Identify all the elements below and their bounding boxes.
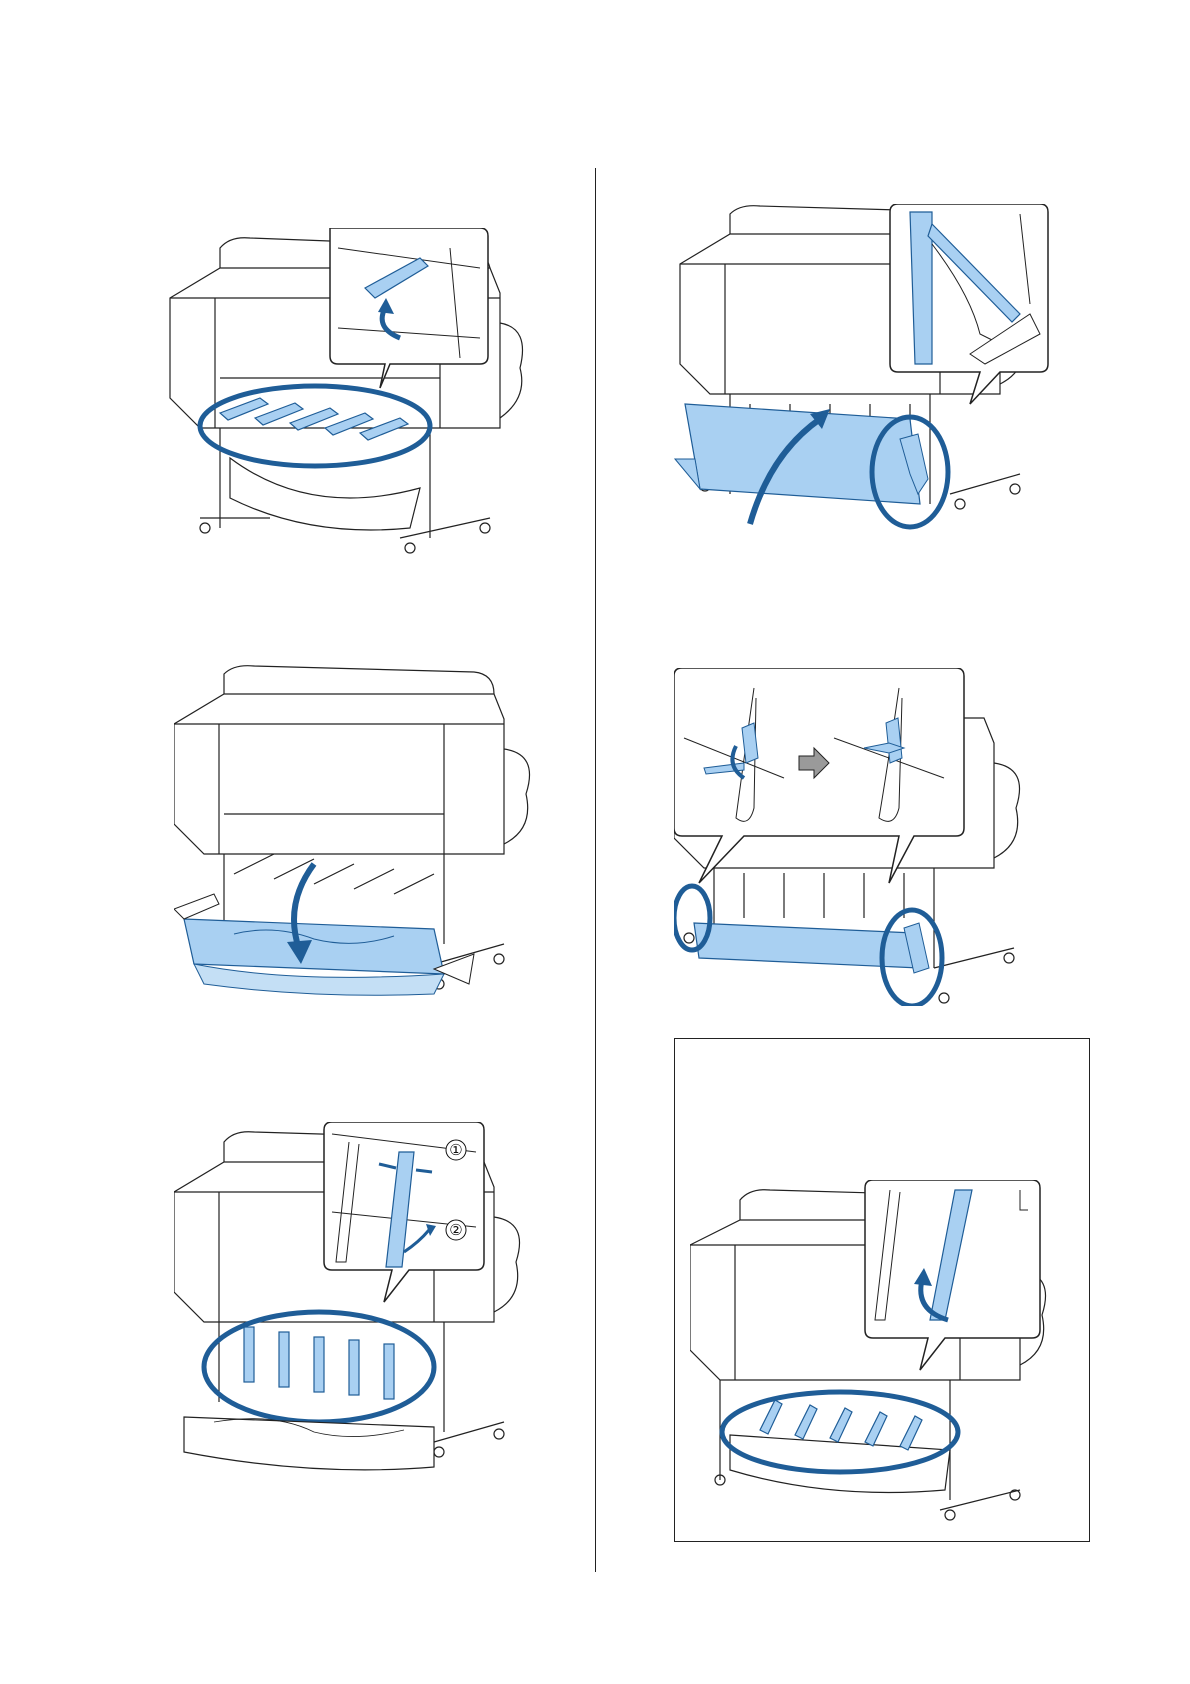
printer-illustration (160, 228, 530, 588)
figure-lift-paper-guides (160, 228, 530, 588)
figure-note-guides-up (690, 1180, 1070, 1530)
printer-illustration (674, 668, 1044, 1006)
printer-illustration: ① ② (174, 1122, 534, 1494)
column-divider (595, 168, 596, 1572)
step-marker-2: ② (449, 1222, 462, 1239)
printer-illustration (690, 1180, 1070, 1530)
printer-illustration (670, 204, 1060, 566)
step-marker-1: ① (449, 1142, 462, 1159)
figure-lower-basket (174, 664, 534, 1020)
figure-attach-guides: ① ② (174, 1122, 534, 1494)
figure-raise-basket-front (670, 204, 1060, 566)
printer-illustration (174, 664, 534, 1020)
figure-hook-straps (674, 668, 1044, 1006)
